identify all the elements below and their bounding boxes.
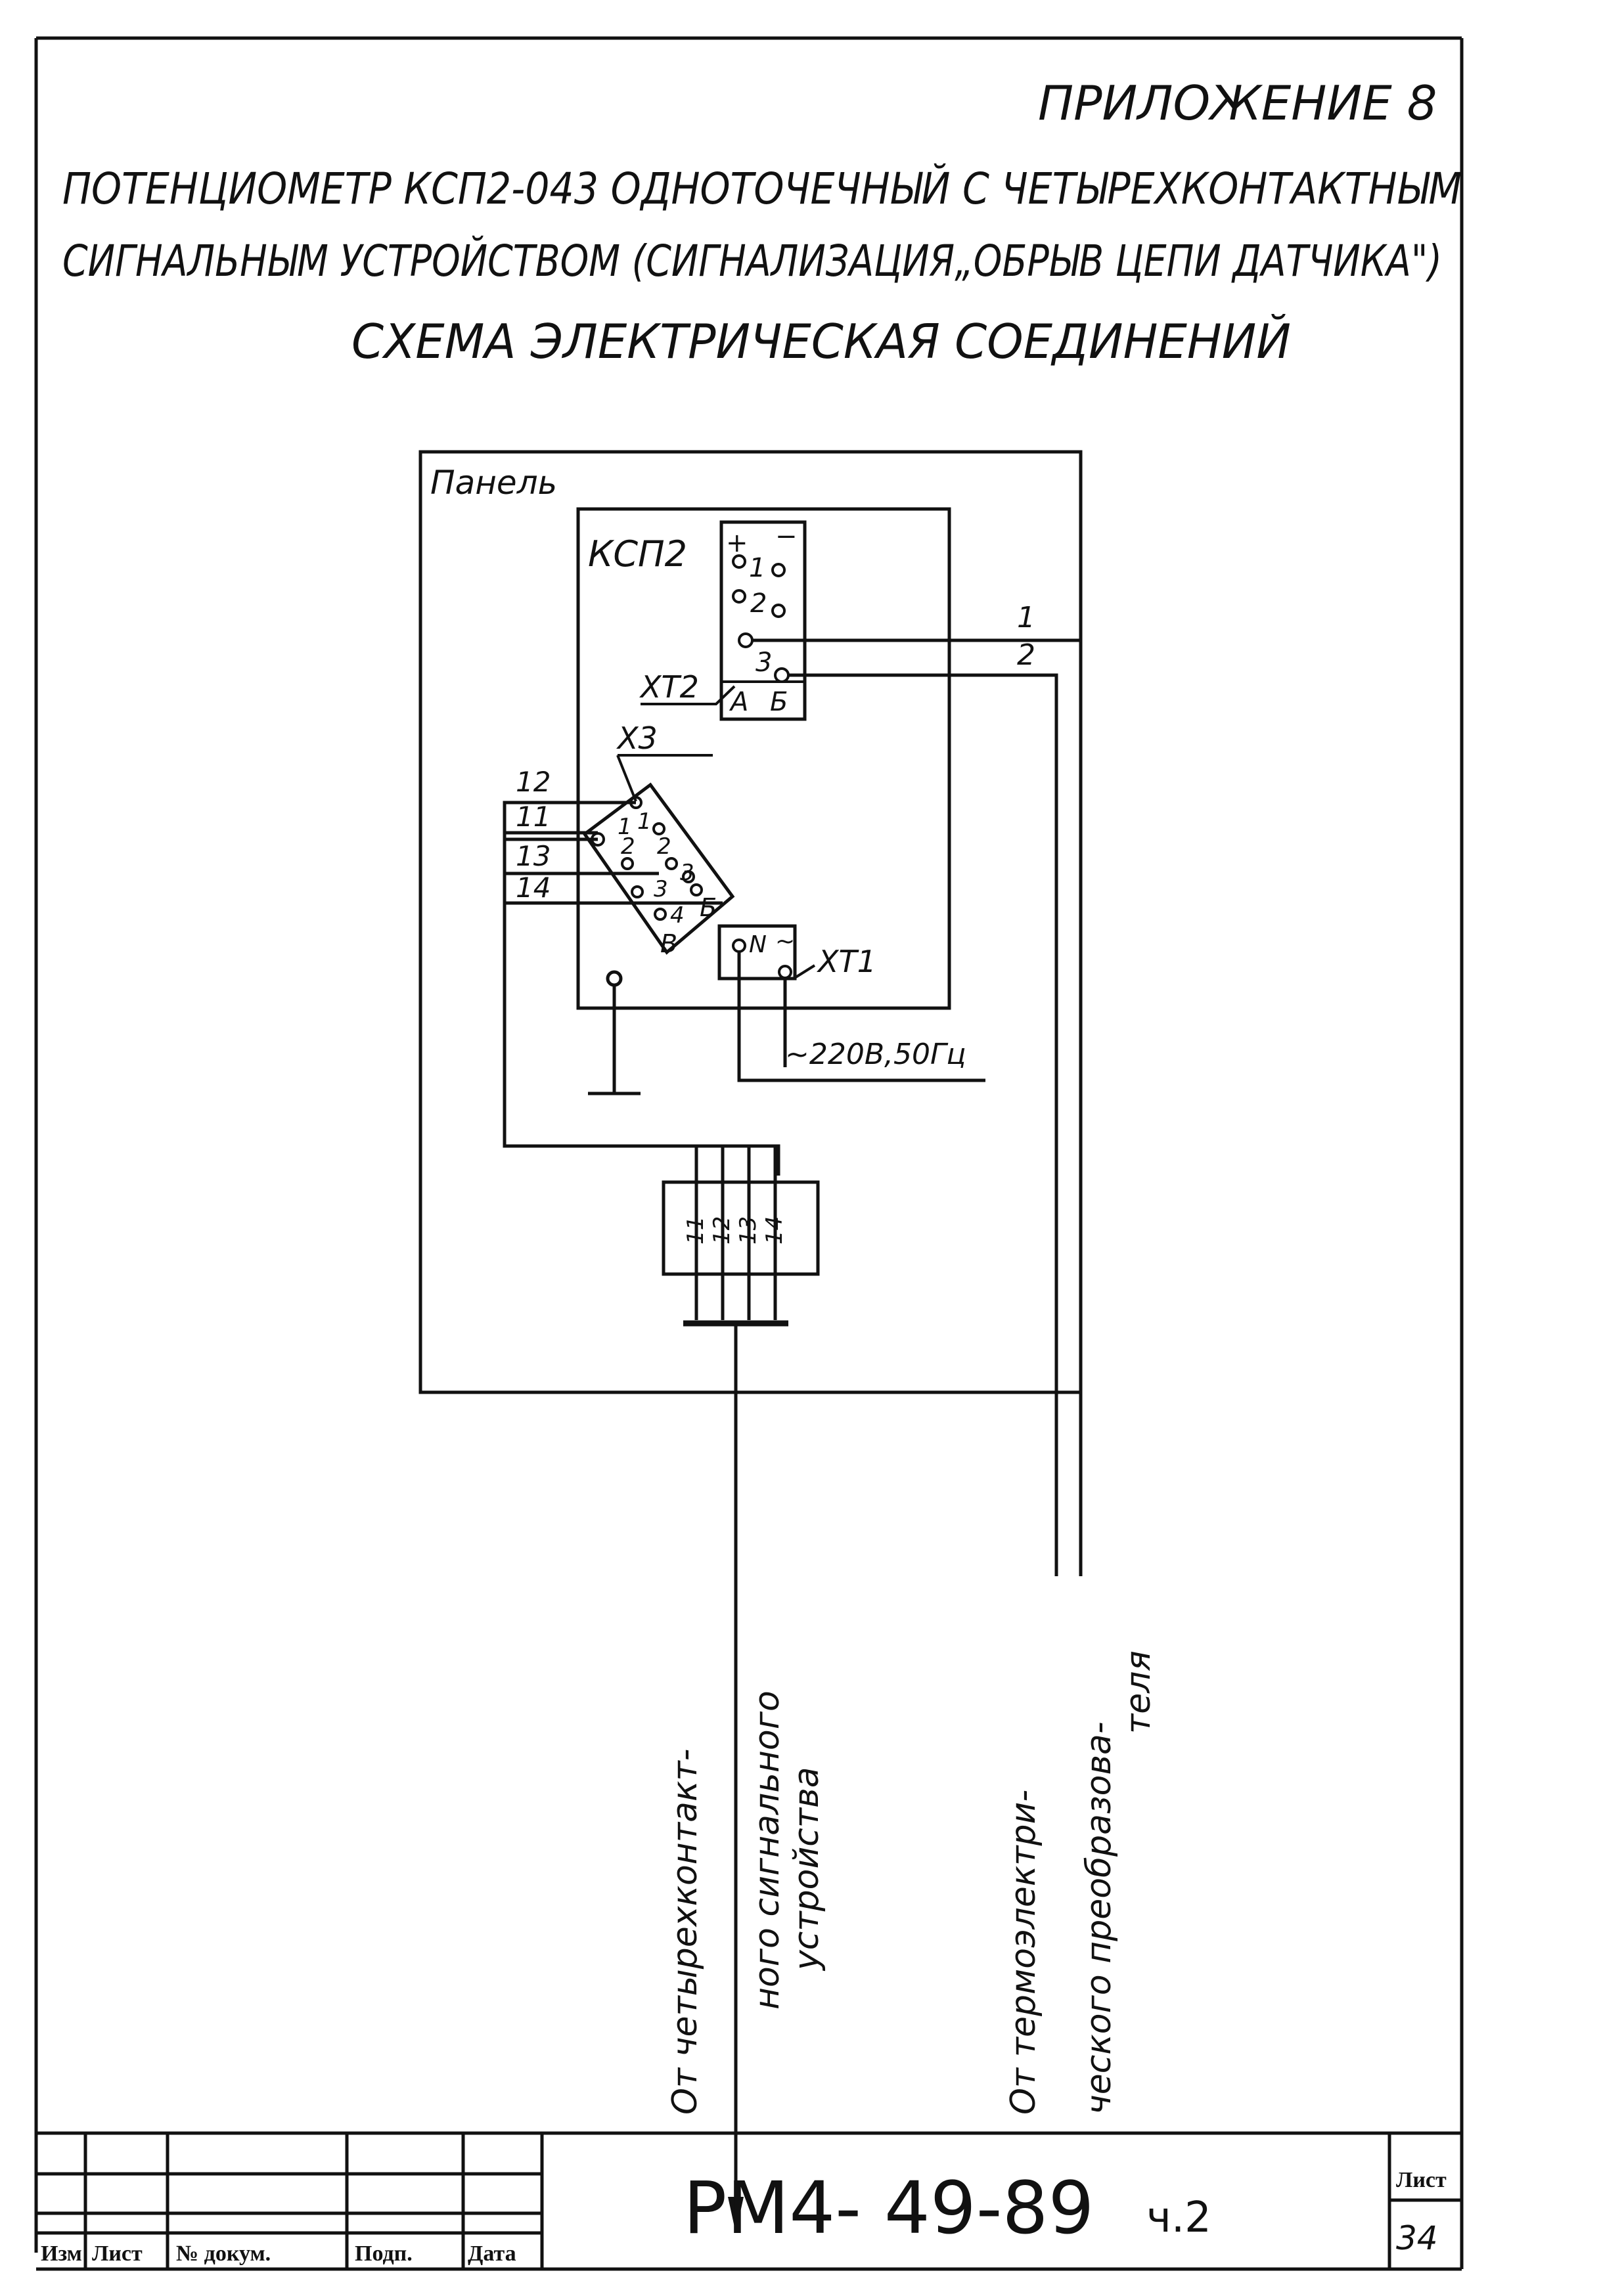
terminal-3: 3 [755, 648, 772, 678]
cable-wire-12: 12 [709, 1216, 735, 1245]
cable-wire-14: 14 [761, 1216, 788, 1245]
sheet-frame [34, 36, 1464, 2269]
wire-label-12: 12 [516, 766, 551, 798]
note-thermo-line-2: ческого преобразова- [1079, 1721, 1119, 2115]
note-thermo-line-1: От термоэлектри- [1004, 1790, 1043, 2115]
tb-header-doc: № докум. [176, 2241, 271, 2266]
title-line-1: ПОТЕНЦИОМЕТР КСП2-043 ОДНОТОЧЕЧНЫЙ С ЧЕТ… [62, 163, 1462, 214]
ksp2-label: КСП2 [588, 533, 687, 575]
signal-arrow [728, 2197, 744, 2233]
wire-label-13: 13 [516, 840, 551, 872]
x3-connector-body [582, 782, 735, 955]
x3-pin-4: 4 [670, 902, 685, 929]
panel-label: Панель [430, 464, 557, 502]
terminal-plus: + [726, 528, 748, 558]
wire-label-14: 14 [516, 872, 551, 904]
tb-header-izm: Изм [41, 2241, 82, 2266]
note-thermocouple: От термоэлектри- ческого преобразова- те… [1004, 1650, 1158, 2115]
signal-wires [503, 801, 780, 1176]
note-signal-device: От четырехконтакт- ного сигнального устр… [665, 1690, 826, 2115]
xt1-terminal-n: N [749, 931, 767, 958]
cable-wire-labels: 11 12 13 14 [683, 1216, 788, 1245]
note-signal-line-2: ного сигнального [748, 1690, 787, 2010]
x3-pin-1b: 1 [637, 808, 652, 835]
x3-pin-b: Б [700, 893, 717, 922]
x3-pin-v: В [660, 929, 677, 958]
ground-symbol [588, 970, 641, 1095]
cable-terminal-block [662, 1144, 820, 2220]
ksp2-terminal-strip [719, 520, 807, 721]
title-line-2: СИГНАЛЬНЫМ УСТРОЙСТВОМ (СИГНАЛИЗАЦИЯ„ОБР… [62, 235, 1442, 286]
x3-pin-2a: 2 [621, 833, 635, 860]
tb-header-date: Дата [468, 2241, 516, 2266]
terminal-2: 2 [750, 588, 767, 619]
tb-header-sign: Подп. [355, 2241, 413, 2266]
x3-label: Х3 [616, 720, 658, 756]
x3-pin-1a: 1 [618, 814, 632, 840]
ksp2-box [576, 507, 951, 1010]
cable-wire-13: 13 [735, 1216, 761, 1245]
x3-pin-2b: 2 [657, 833, 671, 860]
appendix-label: ПРИЛОЖЕНИЕ 8 [1038, 76, 1437, 131]
sheet-number: 34 [1396, 2219, 1438, 2257]
xt2-terminal-a: А [729, 687, 748, 717]
thermocouple-wires [752, 638, 1083, 1576]
xt2-terminal-b: Б [770, 687, 788, 717]
tb-header-list: Лист [92, 2241, 143, 2266]
cable-wire-11: 11 [683, 1216, 709, 1245]
xt1-box [717, 924, 797, 981]
wire-label-2: 2 [1017, 638, 1035, 672]
x3-pin-3a: 3 [654, 876, 668, 902]
doc-part: ч.2 [1146, 2194, 1211, 2242]
note-signal-line-1: От четырехконтакт- [665, 1749, 705, 2115]
title-block [36, 2131, 1462, 2271]
wire-label-11: 11 [516, 801, 551, 833]
xt2-label: ХТ2 [639, 669, 699, 705]
power-label: ~220В,50Гц [785, 1038, 966, 1071]
doc-code: РМ4- 49-89 [683, 2166, 1094, 2250]
wire-label-1: 1 [1017, 601, 1035, 634]
xt1-terminal-ac: ~ [775, 928, 795, 955]
note-thermo-line-3: теля [1119, 1650, 1158, 1734]
terminal-minus: − [775, 521, 798, 552]
tb-sheet-label: Лист [1396, 2168, 1447, 2192]
xt1-label: ХТ1 [817, 944, 876, 979]
terminal-1: 1 [749, 553, 765, 583]
power-wires [737, 952, 985, 1082]
note-signal-line-3: устройства [787, 1767, 826, 1972]
title-line-3: СХЕМА ЭЛЕКТРИЧЕСКАЯ СОЕДИНЕНИЙ [351, 314, 1291, 369]
